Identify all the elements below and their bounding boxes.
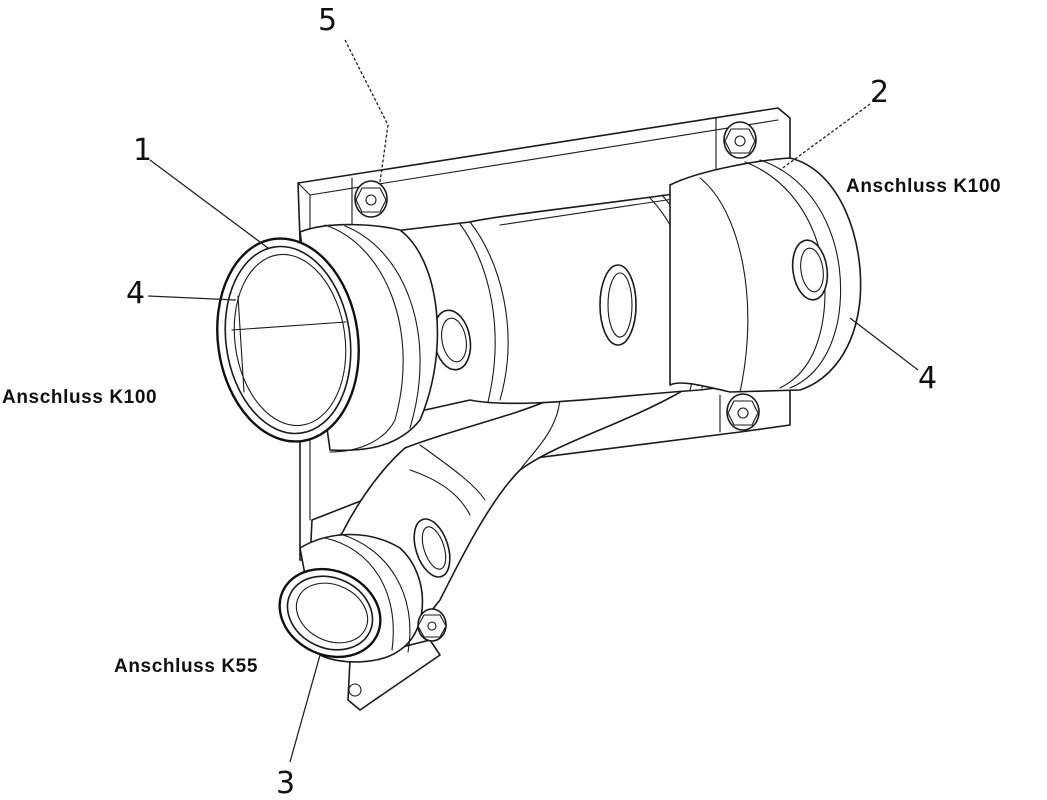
callout-5: 5: [318, 3, 337, 38]
label-right-connection: Anschluss K100: [846, 176, 1001, 197]
callout-3: 3: [276, 766, 295, 800]
left-coupling: [216, 223, 439, 453]
bolt-bottom-right: [726, 393, 760, 431]
right-coupling: [669, 157, 862, 393]
label-bottom-connection: Anschluss K55: [114, 656, 258, 677]
bolt-bottom-small: [417, 608, 447, 642]
callout-4-left: 4: [126, 276, 145, 311]
bolt-top-left: [354, 180, 388, 218]
leader-lines: [147, 39, 919, 763]
small-coupling: [278, 533, 424, 663]
callout-1: 1: [133, 133, 152, 168]
bolt-top-right: [723, 121, 757, 159]
label-left-connection: Anschluss K100: [2, 387, 157, 408]
branch-pipe: [329, 379, 701, 626]
callout-4-right: 4: [918, 361, 937, 396]
callout-2: 2: [870, 75, 889, 110]
